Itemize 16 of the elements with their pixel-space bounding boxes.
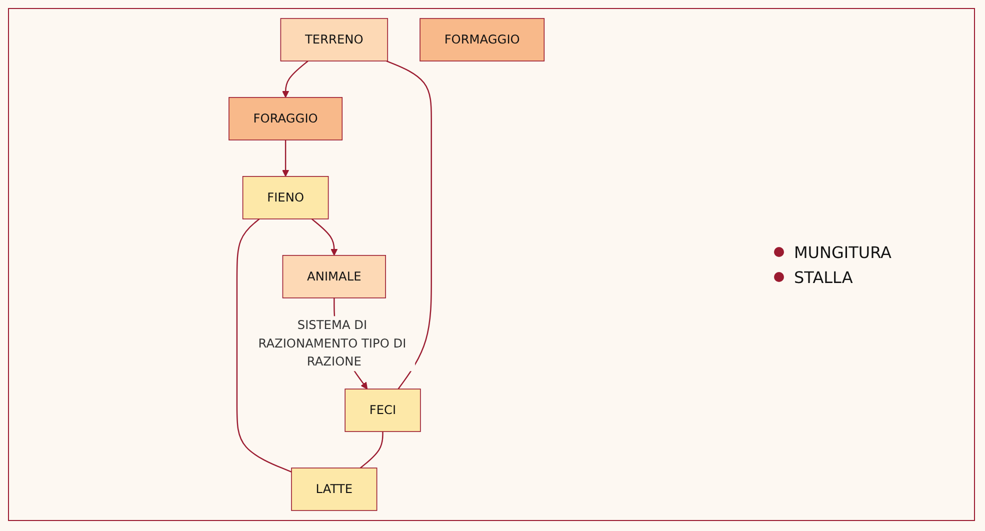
note-label: MUNGITURA xyxy=(794,242,892,262)
node-box: ANIMALE xyxy=(282,254,386,298)
connector xyxy=(360,432,384,468)
edge-label: SISTEMA DI RAZIONAMENTO TIPO DI RAZIONE xyxy=(258,318,406,369)
node-box: FORAGGIO xyxy=(228,97,342,140)
connector xyxy=(236,218,292,472)
node-box: FIENO xyxy=(242,176,329,220)
node-box: FORMAGGIO xyxy=(420,18,544,62)
node-box: FECI xyxy=(344,388,421,432)
arrow xyxy=(311,218,338,256)
connector xyxy=(386,60,432,390)
node-box: TERRENO xyxy=(280,18,388,62)
node-box: LATTE xyxy=(291,468,378,511)
arrow xyxy=(282,140,290,177)
arrow xyxy=(282,60,308,98)
note-label: STALLA xyxy=(794,268,853,286)
